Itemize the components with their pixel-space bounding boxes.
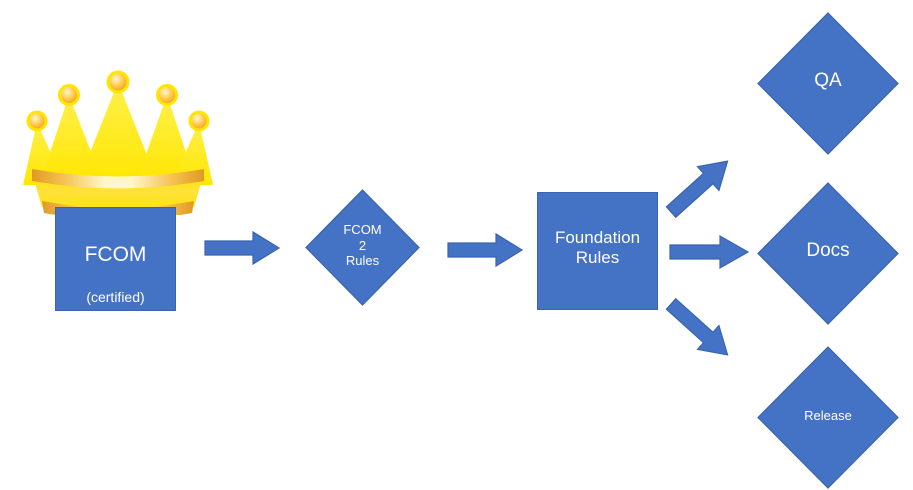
- arrow-foundation-to-qa: [665, 140, 758, 220]
- node-release[interactable]: Release: [757, 346, 899, 489]
- arrow-foundation-to-release: [665, 296, 758, 376]
- node-foundation-rules[interactable]: [537, 192, 658, 310]
- node-fcom2rules[interactable]: FCOM 2 Rules: [305, 189, 420, 306]
- arrow-fcom-to-fcom2rules: [204, 230, 281, 266]
- crown-icon: [18, 55, 218, 220]
- node-fcom[interactable]: [55, 207, 176, 311]
- arrow-fcom2rules-to-foundation: [447, 232, 524, 268]
- node-qa[interactable]: QA: [757, 12, 899, 155]
- arrow-foundation-to-docs: [669, 234, 750, 270]
- node-docs[interactable]: Docs: [757, 182, 899, 325]
